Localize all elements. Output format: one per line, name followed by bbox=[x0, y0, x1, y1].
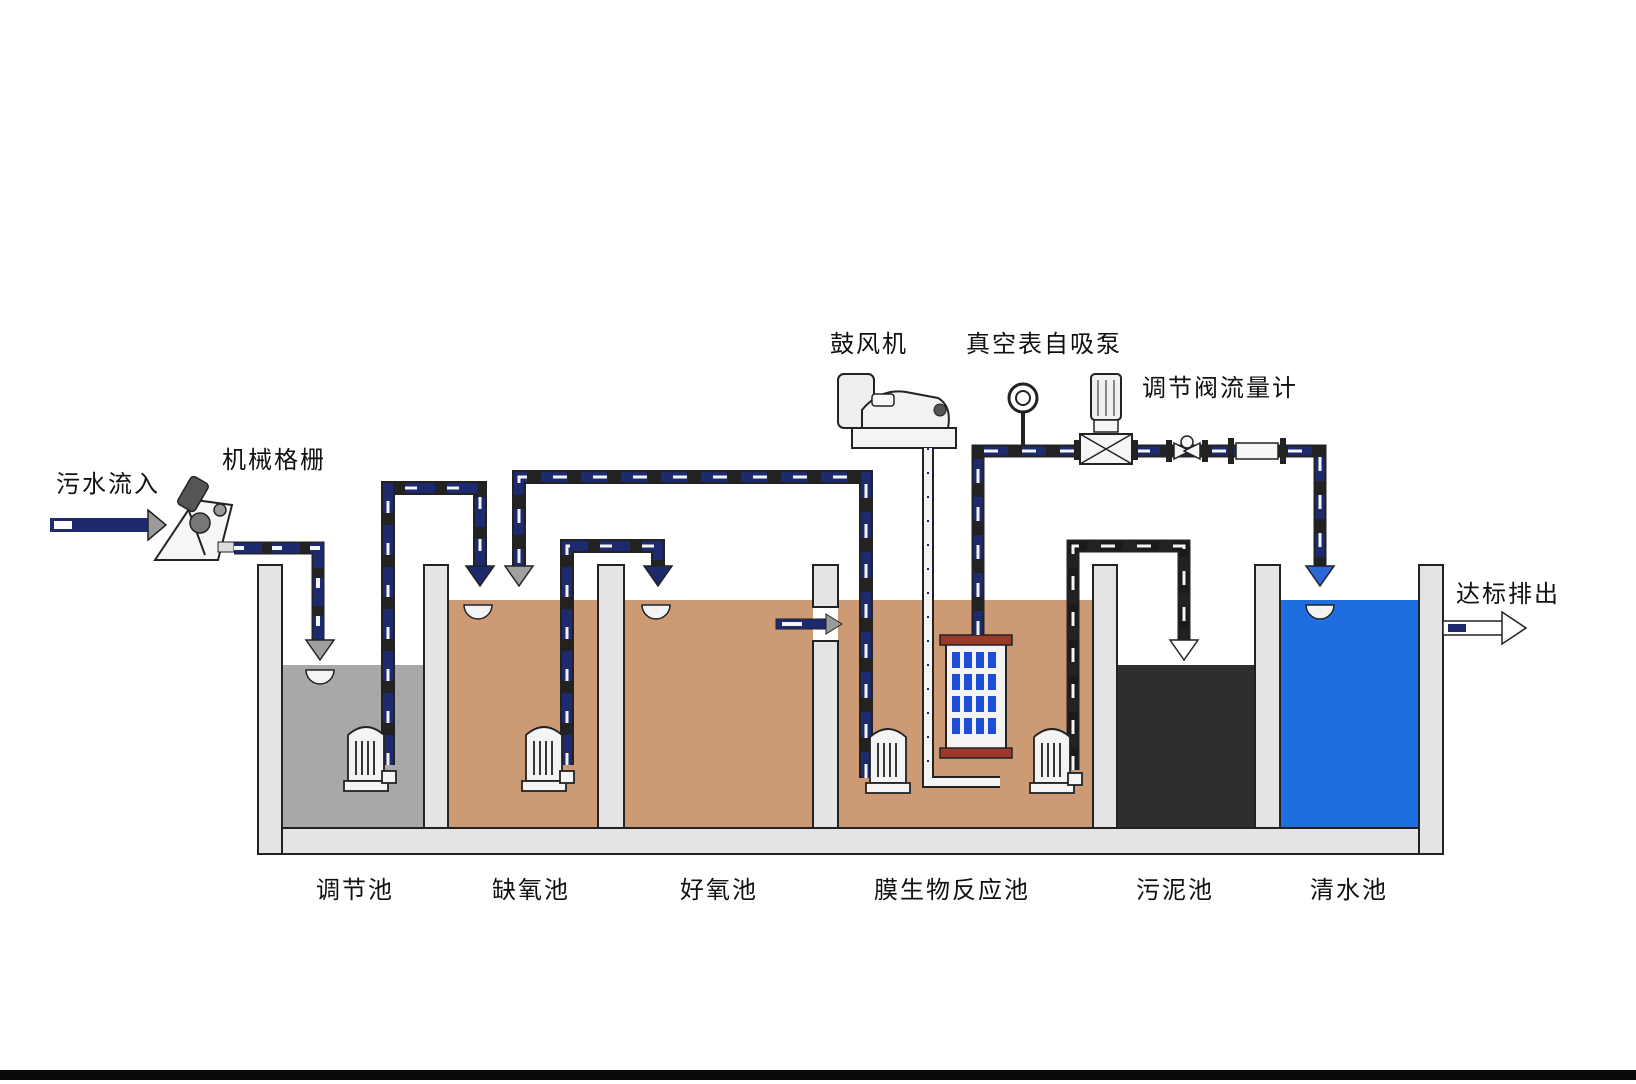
vacuum-gauge-icon bbox=[1007, 382, 1039, 446]
tank-label-anoxic: 缺氧池 bbox=[492, 876, 570, 904]
tank-walls bbox=[257, 564, 1444, 855]
discharge-label: 达标排出 bbox=[1456, 580, 1560, 608]
sludge-tank-water bbox=[1117, 665, 1255, 828]
valve-meter-label: 调节阀流量计 bbox=[1142, 374, 1298, 402]
pipe-screen-to-equalization bbox=[234, 541, 336, 662]
valve-icon bbox=[1166, 435, 1208, 462]
inflow-label: 污水流入 bbox=[56, 470, 160, 498]
flowmeter-icon bbox=[1228, 438, 1286, 464]
pipe-mbr-to-sludge bbox=[1066, 539, 1200, 770]
aerobic-tank-water bbox=[624, 600, 813, 828]
overflow-arrow bbox=[775, 613, 843, 635]
screen-icon bbox=[153, 475, 235, 561]
blower-label: 鼓风机 bbox=[830, 330, 908, 358]
tank-label-clear: 清水池 bbox=[1310, 876, 1388, 904]
aerator-icon bbox=[305, 604, 1335, 685]
inflow-arrow bbox=[50, 508, 168, 542]
bottom-border bbox=[0, 1070, 1636, 1080]
vacuum-pump-label: 真空表自吸泵 bbox=[966, 330, 1122, 358]
pump-icon bbox=[1074, 373, 1138, 465]
clear-tank-water bbox=[1280, 600, 1419, 828]
discharge-arrow bbox=[1442, 610, 1528, 646]
pipe-permeate-to-clear bbox=[971, 444, 1336, 635]
tank-label-sludge: 污泥池 bbox=[1136, 876, 1214, 904]
pipe-equalization-to-anoxic bbox=[381, 481, 496, 765]
tank-label-equalization: 调节池 bbox=[316, 876, 394, 904]
pipe-anoxic-to-aerobic bbox=[560, 539, 674, 765]
screen-label: 机械格栅 bbox=[222, 446, 326, 474]
submersible-pump-icon bbox=[343, 726, 1083, 794]
tank-label-aerobic: 好氧池 bbox=[680, 876, 758, 904]
membrane-module-icon bbox=[939, 634, 1013, 759]
tank-label-mbr: 膜生物反应池 bbox=[874, 876, 1030, 904]
blower-icon bbox=[837, 373, 957, 449]
pipe-mbr-return-to-anoxic bbox=[503, 470, 873, 778]
pipe-blower-air bbox=[922, 448, 1000, 788]
anoxic-tank-water bbox=[448, 600, 598, 828]
